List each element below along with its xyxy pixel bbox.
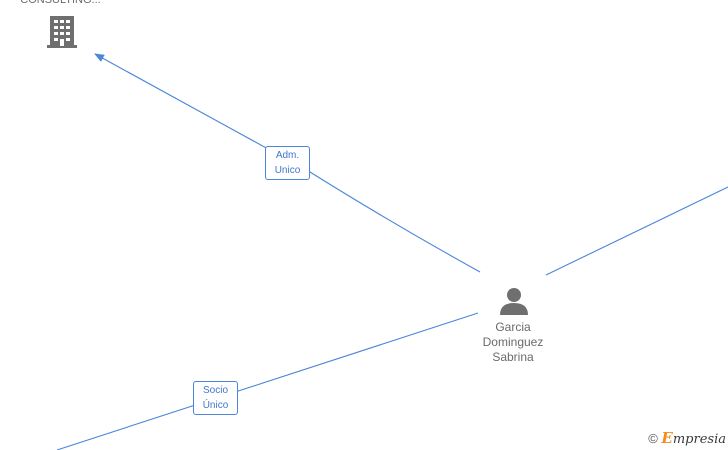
person-node-label[interactable]: Garcia Dominguez Sabrina (468, 320, 558, 365)
brand-name: Empresia (661, 429, 726, 447)
edge-label-socio-line-2: Único (202, 400, 229, 411)
person-name-line-3: Sabrina (492, 350, 534, 364)
company-node-label[interactable]: CONSULTING... (20, 0, 101, 6)
edge-admin-line (94, 53, 481, 273)
edge-label-admin[interactable]: Adm. Unico (265, 146, 310, 180)
person-name-line-2: Dominguez (482, 335, 544, 349)
brand-rest: mpresia (672, 432, 726, 447)
edge-socio-line (56, 312, 479, 450)
empresia-watermark[interactable]: © Empresia (648, 429, 726, 447)
edge-label-socio-line-1: Socio (202, 385, 228, 396)
building-icon[interactable] (46, 15, 78, 54)
edge-label-socio[interactable]: Socio Único (193, 381, 238, 415)
person-name-line-1: Garcia (495, 320, 531, 334)
brand-initial: E (661, 429, 673, 447)
edge-right-line (545, 186, 728, 276)
edge-label-admin-line-2: Unico (274, 165, 301, 176)
person-icon[interactable] (499, 286, 529, 321)
copyright-symbol: © (648, 431, 658, 446)
edge-label-admin-line-1: Adm. (275, 150, 300, 161)
